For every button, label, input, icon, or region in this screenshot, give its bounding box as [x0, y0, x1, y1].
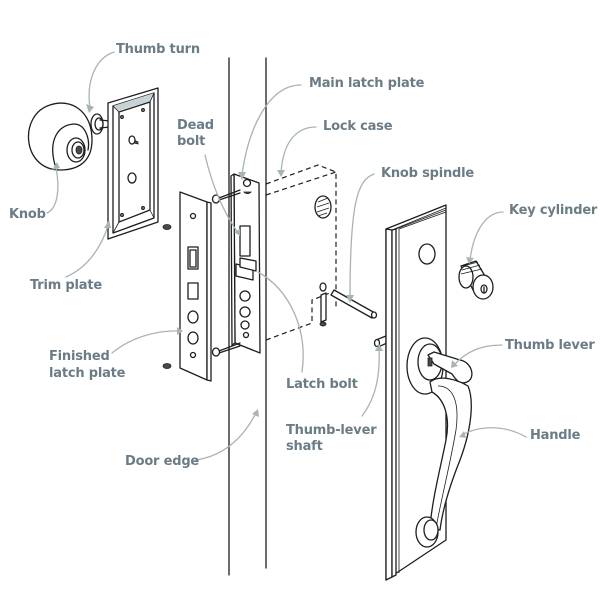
main-latch-plate: [230, 173, 261, 354]
knob: [27, 102, 93, 171]
handle-assembly: [406, 337, 473, 548]
leader-latch-bolt: [257, 271, 304, 373]
thumb-turn: [90, 113, 111, 135]
leader-thumb-lever: [453, 344, 503, 366]
key-cylinder: [458, 260, 494, 300]
leader-thumb-turn: [88, 51, 115, 109]
door-edge: [228, 57, 267, 576]
label-door-edge: Door edge: [125, 454, 200, 469]
label-thumb-lever-shaft-line2: shaft: [286, 439, 323, 454]
label-key-cylinder: Key cylinder: [509, 203, 598, 218]
leader-lines: [46, 51, 527, 461]
leader-trim-plate: [65, 225, 109, 278]
label-finished-latch-plate-line2: latch plate: [49, 366, 126, 381]
label-thumb-lever-shaft-line1: Thumb-lever: [286, 423, 377, 438]
label-handle: Handle: [530, 428, 581, 443]
knob-spindle: [330, 289, 378, 319]
label-dead-bolt-line1: Dead: [177, 118, 214, 133]
leader-dead-bolt: [204, 154, 239, 234]
leader-door-edge: [195, 412, 257, 461]
label-latch-bolt: Latch bolt: [286, 377, 358, 392]
leader-lock-case: [280, 126, 317, 174]
screw-small: [162, 224, 172, 369]
leader-knob: [46, 167, 59, 214]
label-knob: Knob: [9, 207, 46, 222]
leader-knob-spindle: [349, 173, 375, 299]
leader-finished-latch-plate: [111, 330, 181, 354]
escutcheon-plate: [385, 204, 447, 581]
trim-plate: [107, 87, 159, 240]
leader-main-latch-plate: [241, 84, 302, 176]
label-main-latch-plate: Main latch plate: [309, 76, 425, 91]
lock-case: [265, 164, 337, 341]
finished-latch-plate: [179, 191, 212, 382]
label-thumb-turn: Thumb turn: [116, 42, 200, 57]
label-knob-spindle: Knob spindle: [381, 166, 475, 181]
label-finished-latch-plate-line1: Finished: [49, 349, 110, 364]
leader-thumb-lever-shaft: [361, 347, 380, 417]
thumb-lever-shaft: [373, 335, 388, 348]
label-thumb-lever: Thumb lever: [505, 338, 595, 353]
screw-top: [211, 189, 241, 204]
label-dead-bolt-line2: bolt: [177, 134, 206, 149]
label-lock-case: Lock case: [323, 119, 393, 134]
leader-key-cylinder: [469, 211, 504, 261]
screw-bottom: [211, 342, 241, 357]
label-trim-plate: Trim plate: [30, 278, 102, 293]
leader-handle: [461, 427, 527, 438]
